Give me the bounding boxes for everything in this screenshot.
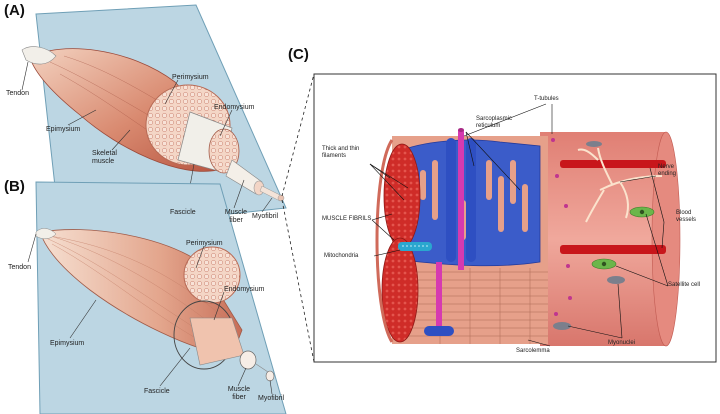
panel-b-muscle-fiber: [239, 350, 257, 370]
panel-b-leader-lines: [27, 233, 273, 395]
blood-vessel-upper: [560, 160, 666, 168]
panel-c-label-mitochondria: Mitochondria: [324, 253, 359, 259]
panel-a-label-muscle-fiber: Muscle fiber: [224, 209, 248, 224]
satellite-cell-lower-nucleus: [601, 261, 607, 267]
panel-b-tendon: [35, 228, 57, 239]
sarcolemma-end: [651, 131, 681, 347]
panel-b-label-myofibril: Myofibril: [258, 395, 285, 402]
sarcolemma-t-tubule-openings: [551, 138, 572, 316]
blood-vessel-lower: [560, 245, 666, 254]
panel-b-label-epimysium: Epimysium: [50, 340, 85, 347]
panel-c-letter: (C): [288, 46, 309, 63]
panel-c-leader-lines: [369, 103, 669, 347]
panel-c-label-sarcoplasmic-reticulum: Sarcoplasmic reticulum: [476, 116, 513, 129]
panel-c-label-satellite-cell: Satellite cell: [668, 282, 701, 288]
panel-b-letter: (B): [4, 178, 25, 195]
panel-b: [27, 181, 287, 414]
fibril-bundle-upper: [383, 143, 421, 249]
panel-a-label-skeletal-muscle: Skeletal muscle: [92, 150, 117, 165]
panel-a-label-fascicle: Fascicle: [170, 209, 196, 216]
panel-c-label-nerve-ending: Nerve ending: [658, 164, 677, 177]
panel-a-myofibril-end: [277, 194, 285, 202]
panel-b-fiber-connector: [255, 363, 269, 373]
panel-b-label-muscle-fiber: Muscle fiber: [227, 386, 251, 401]
satellite-cell-upper-nucleus: [639, 209, 645, 215]
myonucleus-3: [586, 141, 602, 147]
panel-c-label-sarcolemma: Sarcolemma: [516, 348, 550, 354]
terminal-cisterna-left: [446, 138, 456, 262]
myonucleus-2: [553, 322, 571, 330]
panel-a-label-endomysium: Endomysium: [214, 104, 255, 111]
panel-a-label-myofibril: Myofibril: [252, 213, 279, 220]
t-tubule-top: [458, 128, 464, 132]
panel-c: [313, 73, 717, 363]
panel-a-tendon: [21, 46, 57, 65]
zoom-connector-lines: [281, 73, 315, 363]
terminal-cisterna-bottom: [424, 326, 454, 336]
panel-a-label-perimysium: Perimysium: [172, 74, 209, 81]
panel-b-myofibril: [265, 370, 275, 382]
panel-b-label-tendon: Tendon: [8, 264, 31, 271]
sarcomere-striations: [392, 268, 548, 344]
panel-c-label-myonuclei: Myonuclei: [608, 340, 636, 346]
panel-c-label-muscle-fibrils: MUSCLE FIBRILS: [322, 216, 372, 222]
panel-b-label-perimysium: Perimysium: [186, 240, 223, 247]
outer-fibril-shell: [375, 139, 394, 343]
panel-c-label-t-tubules: T-tubules: [534, 96, 559, 102]
panel-b-label-fascicle: Fascicle: [144, 388, 170, 395]
panel-a-leader-lines: [21, 61, 273, 213]
panel-c-label-blood-vessels: Blood vessels: [676, 210, 697, 223]
panel-a: [21, 4, 287, 233]
terminal-cisterna-right: [466, 138, 476, 262]
panel-c-label-thick-thin-filaments: Thick and thin filaments: [322, 146, 360, 159]
panel-b-label-endomysium: Endomysium: [224, 286, 265, 293]
t-tubule-2: [436, 262, 442, 336]
fibril-bundle-lower: [381, 237, 419, 343]
t-tubule-1: [458, 130, 464, 270]
panel-a-label-epimysium: Epimysium: [46, 126, 81, 133]
panel-b-epimysium-section: [183, 246, 241, 304]
panel-a-letter: (A): [4, 2, 25, 19]
panel-a-label-tendon: Tendon: [6, 90, 29, 97]
myonucleus-1: [607, 276, 625, 284]
sarcolemma-cylinder: [540, 132, 676, 346]
